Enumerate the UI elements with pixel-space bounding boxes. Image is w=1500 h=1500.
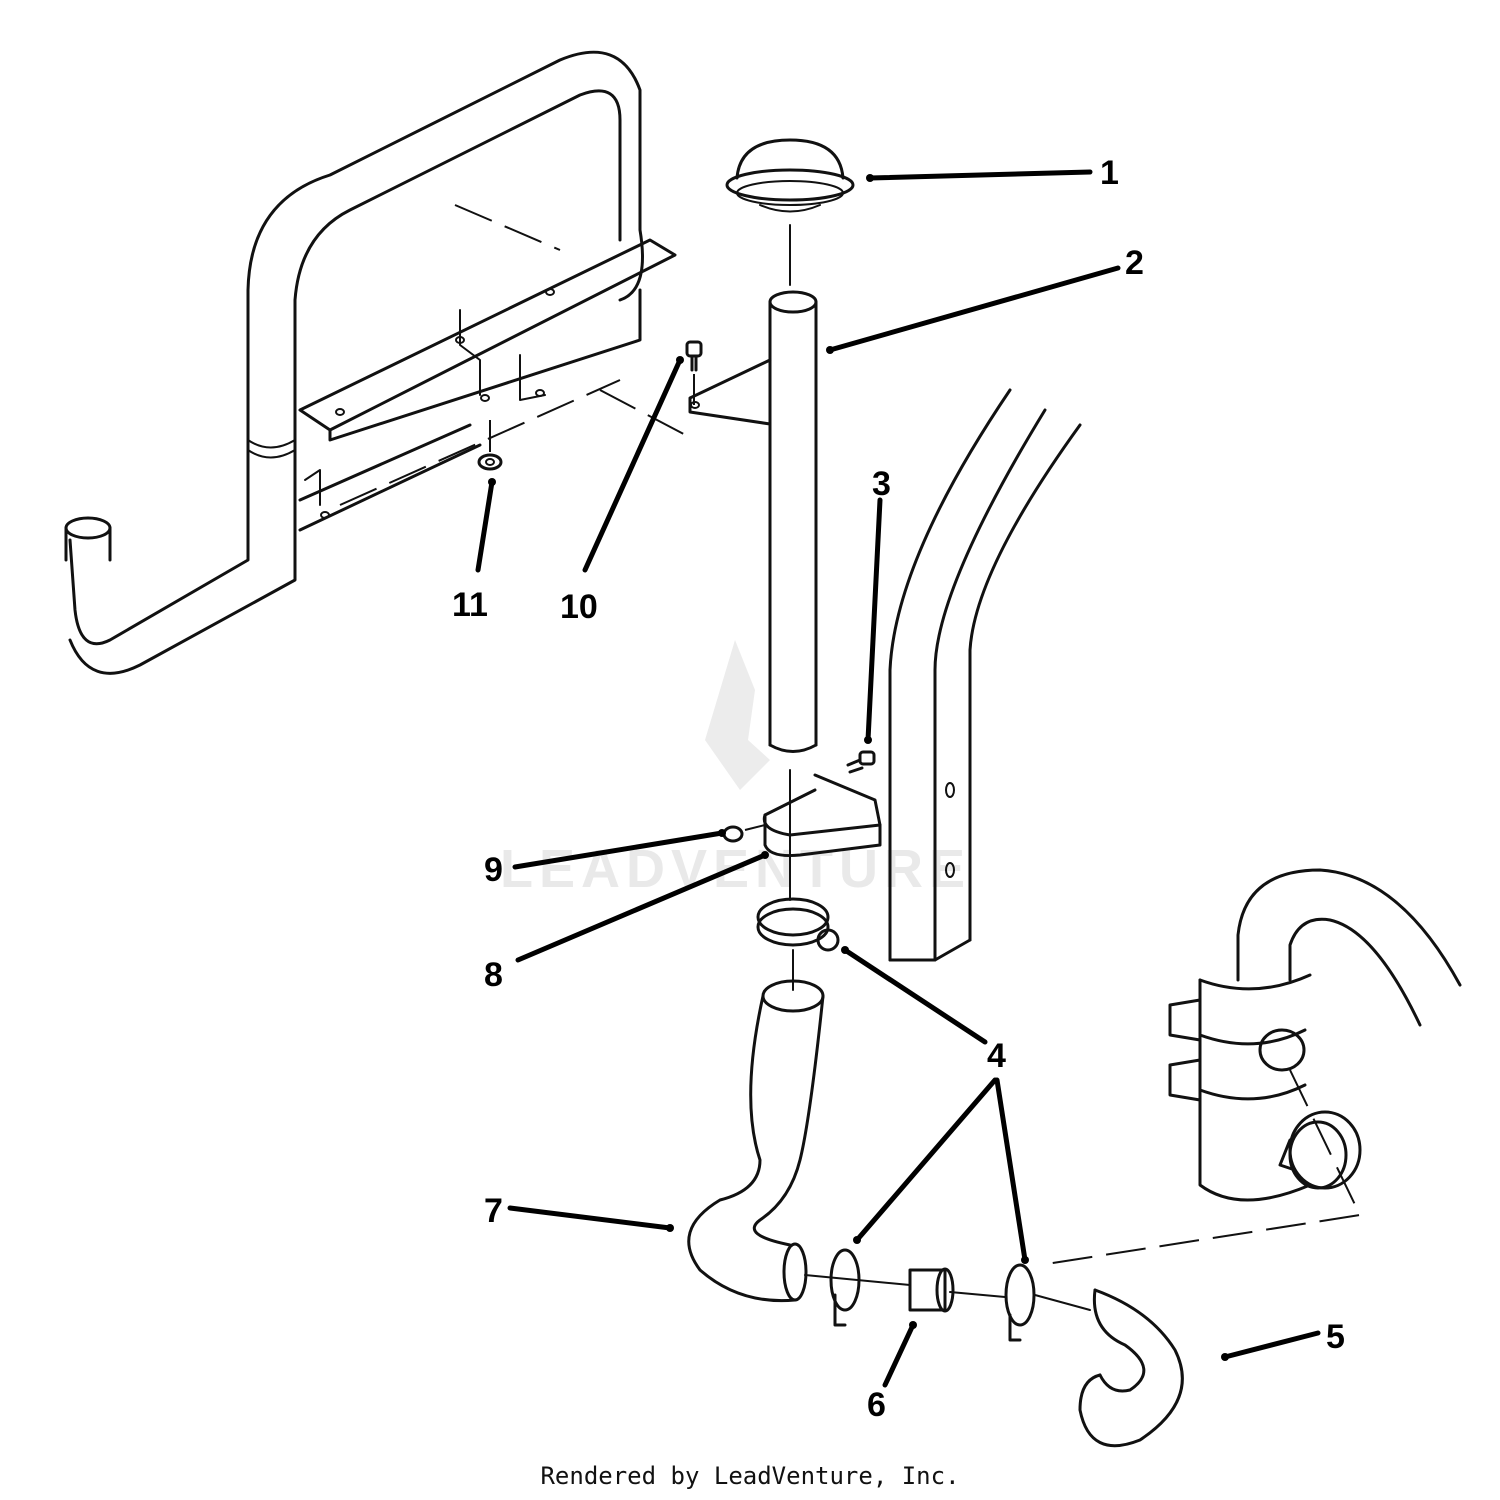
part-7-hose [687, 979, 825, 1303]
part-1-cap [725, 138, 855, 286]
part-3-screw [846, 750, 876, 774]
callout-11: 11 [452, 586, 488, 624]
part-2-tube [688, 290, 818, 753]
part-8-bracket [762, 769, 882, 901]
part-10-bolt [685, 340, 703, 405]
part-6-coupler [804, 1267, 1006, 1313]
frame-post [888, 388, 1082, 962]
credit-line: Rendered by LeadVenture, Inc. [540, 1462, 960, 1490]
callout-labels: 1 2 3 4 5 6 7 8 9 10 11 [452, 154, 1345, 1424]
part-11-nut [477, 420, 503, 471]
muffler [1039, 868, 1462, 1266]
part-4-clamp-right [1278, 1110, 1362, 1190]
callout-4: 4 [987, 1037, 1006, 1075]
callout-9: 9 [484, 851, 503, 889]
callout-1: 1 [1100, 154, 1119, 192]
part-5-elbow [1034, 1288, 1184, 1448]
callout-8: 8 [484, 956, 503, 994]
callout-2: 2 [1125, 244, 1144, 282]
callout-6: 6 [867, 1386, 886, 1424]
callout-3: 3 [872, 465, 891, 503]
handle-frame [64, 50, 696, 675]
part-4-clamp-left [829, 1248, 861, 1327]
part-4-clamp-top [756, 897, 840, 991]
callout-10: 10 [560, 588, 598, 626]
leader-lines [475, 169, 1321, 1388]
part-4-clamp-middle [1004, 1263, 1036, 1342]
callout-5: 5 [1326, 1318, 1345, 1356]
callout-7: 7 [484, 1192, 503, 1230]
